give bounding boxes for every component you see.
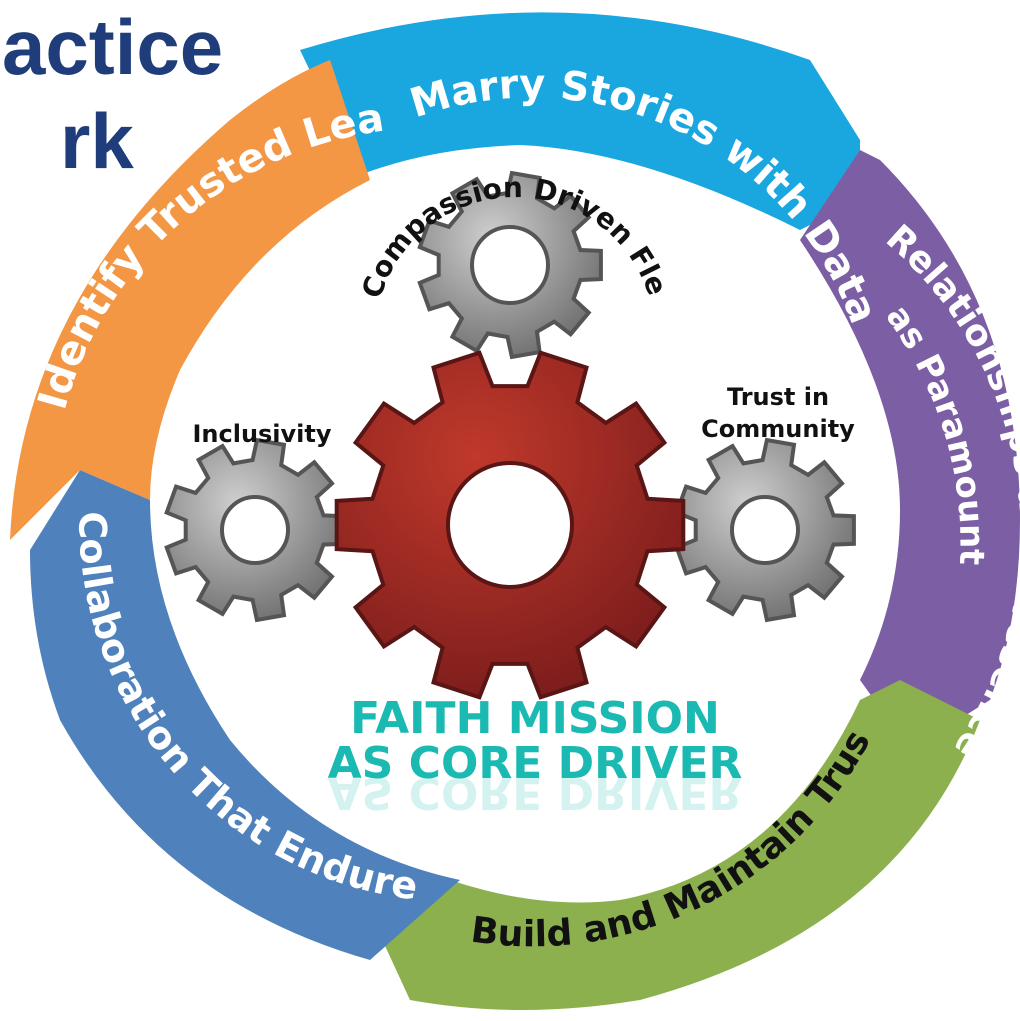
gear-left [164,437,346,623]
title-fragment: actice rk [0,0,330,230]
title-line-1: actice [2,3,224,91]
gear-right [674,437,856,623]
core-line-2: AS CORE DRIVER [328,738,743,789]
segment-build-trust [380,680,980,1010]
gear-label-trust-in: Trust in [727,383,829,411]
segment-marry-stories [300,12,860,231]
core-line-1: FAITH MISSION [350,693,720,744]
gear-center [334,350,686,700]
segment-collaboration [30,470,460,960]
segment-relationships [800,150,1020,750]
gear-top [417,170,603,360]
core-reflection: AS CORE DRIVER [328,767,743,818]
segment-identify-leaders [10,60,370,540]
gear-label-inclusivity: Inclusivity [192,420,331,448]
gear-label-community: Community [701,415,855,443]
title-line-2: rk [60,97,134,185]
